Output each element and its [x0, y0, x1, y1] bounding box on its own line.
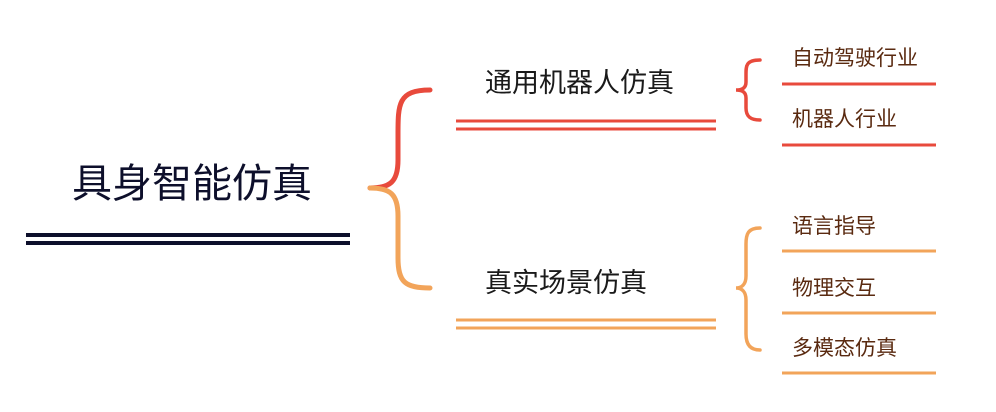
- leaf-label-robotics-industry: 机器人行业: [792, 107, 897, 131]
- main-brace-lower: [367, 185, 433, 291]
- leaf-label-multimodal-sim: 多模态仿真: [792, 336, 897, 360]
- sub-brace-2: [735, 226, 762, 352]
- root-underline: [26, 233, 350, 245]
- leaf-label-autonomous-driving: 自动驾驶行业: [792, 46, 918, 70]
- leaf-label-physical-interaction: 物理交互: [792, 276, 876, 300]
- branch-underline-2: [456, 318, 716, 330]
- main-brace-upper: [367, 87, 433, 191]
- leaf-label-language-guidance: 语言指导: [792, 214, 876, 238]
- sub-brace-1: [735, 58, 762, 122]
- branch-underline-1: [456, 119, 716, 131]
- root-node-label: 具身智能仿真: [72, 161, 312, 207]
- branch-label-real-scene-sim: 真实场景仿真: [485, 268, 647, 299]
- branch-label-general-robot-sim: 通用机器人仿真: [485, 68, 674, 99]
